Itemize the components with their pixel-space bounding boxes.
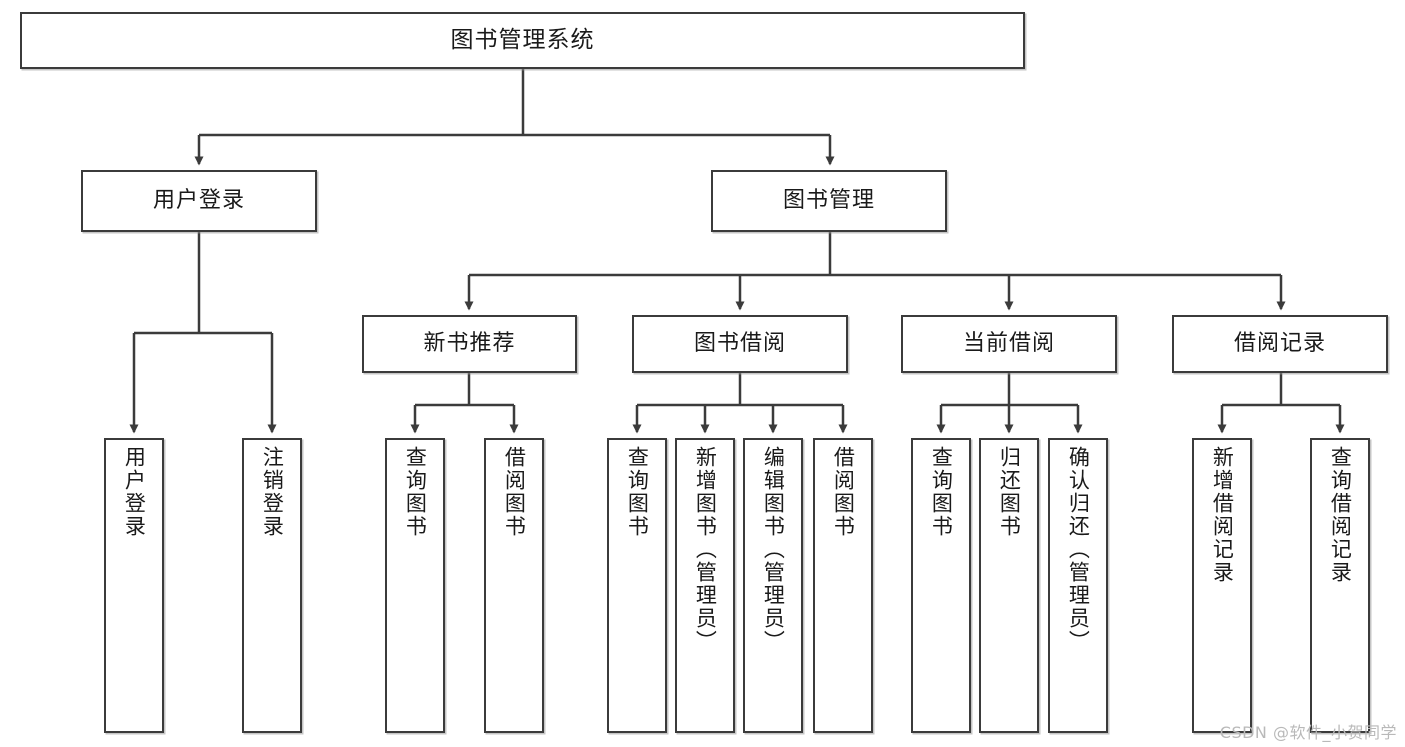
leaf-label: 确认归还（管理员） bbox=[1066, 446, 1091, 653]
leaf-user-login-login[interactable]: 用户登录 bbox=[104, 438, 164, 733]
leaf-current-borrow-return[interactable]: 归还图书 bbox=[979, 438, 1039, 733]
leaf-label: 借阅图书 bbox=[831, 446, 856, 538]
leaf-book-borrow-edit[interactable]: 编辑图书（管理员） bbox=[743, 438, 803, 733]
leaf-label: 查询借阅记录 bbox=[1328, 446, 1353, 584]
leaf-current-borrow-query[interactable]: 查询图书 bbox=[911, 438, 971, 733]
leaf-label: 归还图书 bbox=[997, 446, 1022, 538]
csdn-watermark: CSDN @软件_小贺同学 bbox=[1219, 723, 1397, 742]
leaf-user-login-logout[interactable]: 注销登录 bbox=[242, 438, 302, 733]
node-new-book-recommend[interactable]: 新书推荐 bbox=[362, 315, 577, 373]
node-borrow-record[interactable]: 借阅记录 bbox=[1172, 315, 1388, 373]
node-book-borrow[interactable]: 图书借阅 bbox=[632, 315, 848, 373]
leaf-label: 查询图书 bbox=[929, 446, 954, 538]
leaf-book-borrow-add[interactable]: 新增图书（管理员） bbox=[675, 438, 735, 733]
node-user-login[interactable]: 用户登录 bbox=[81, 170, 317, 232]
leaf-label: 新增图书（管理员） bbox=[693, 446, 718, 653]
leaf-label: 借阅图书 bbox=[502, 446, 527, 538]
leaf-new-book-query[interactable]: 查询图书 bbox=[385, 438, 445, 733]
leaf-book-borrow-borrow[interactable]: 借阅图书 bbox=[813, 438, 873, 733]
leaf-label: 查询图书 bbox=[625, 446, 650, 538]
leaf-label: 用户登录 bbox=[122, 446, 147, 538]
leaf-label: 新增借阅记录 bbox=[1210, 446, 1235, 584]
leaf-current-borrow-confirm-return[interactable]: 确认归还（管理员） bbox=[1048, 438, 1108, 733]
leaf-new-book-borrow[interactable]: 借阅图书 bbox=[484, 438, 544, 733]
leaf-label: 注销登录 bbox=[260, 446, 285, 538]
leaf-label: 查询图书 bbox=[403, 446, 428, 538]
leaf-borrow-record-add[interactable]: 新增借阅记录 bbox=[1192, 438, 1252, 733]
leaf-borrow-record-query[interactable]: 查询借阅记录 bbox=[1310, 438, 1370, 733]
leaf-book-borrow-query[interactable]: 查询图书 bbox=[607, 438, 667, 733]
leaf-label: 编辑图书（管理员） bbox=[761, 446, 786, 653]
node-book-manage[interactable]: 图书管理 bbox=[711, 170, 947, 232]
node-current-borrow[interactable]: 当前借阅 bbox=[901, 315, 1117, 373]
node-root-system[interactable]: 图书管理系统 bbox=[20, 12, 1025, 69]
